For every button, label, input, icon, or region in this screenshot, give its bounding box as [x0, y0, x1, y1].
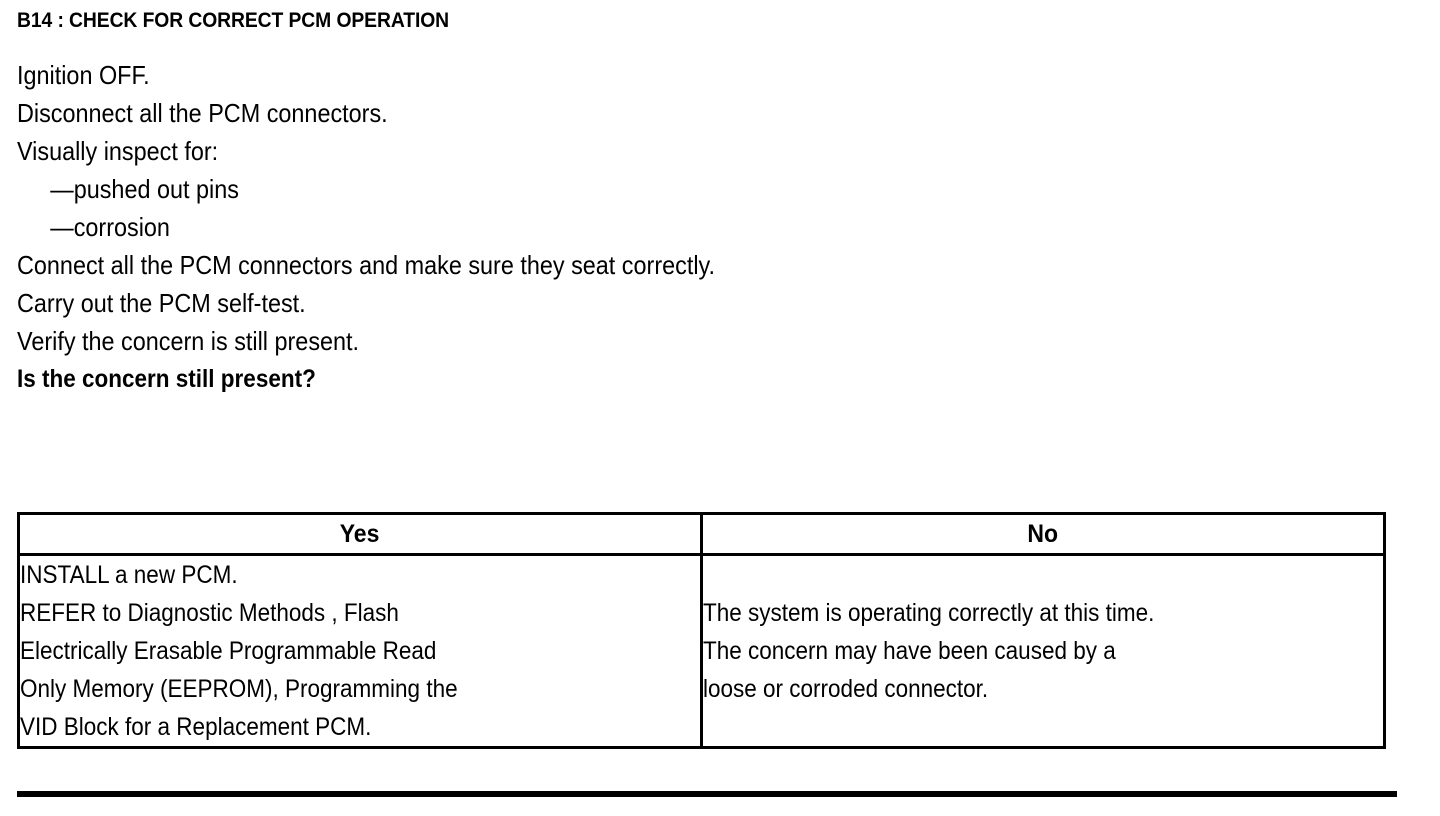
table-row: INSTALL a new PCM. REFER to Diagnostic M… [17, 553, 1386, 749]
table-header-yes: Yes [17, 512, 703, 556]
yes-action-line: Only Memory (EEPROM), Programming the [20, 675, 458, 703]
procedure-step: Carry out the PCM self-test. [17, 288, 306, 318]
procedure-step: Visually inspect for: [17, 136, 219, 166]
yes-action-line: REFER to Diagnostic Methods , Flash [20, 599, 399, 627]
no-action-text: The system is operating correctly at thi… [703, 594, 1383, 708]
yes-action-line: VID Block for a Replacement PCM. [20, 713, 372, 741]
table-cell-yes: INSTALL a new PCM. REFER to Diagnostic M… [17, 553, 703, 749]
table-header-no: No [700, 512, 1386, 556]
procedure-step: Disconnect all the PCM connectors. [17, 98, 388, 128]
table-header-row: Yes No [17, 512, 1386, 556]
procedure-step: Ignition OFF. [17, 60, 150, 90]
yes-action-line: INSTALL a new PCM. [20, 561, 238, 589]
procedure-sub-item: —pushed out pins [50, 174, 239, 204]
table-cell-no: The system is operating correctly at thi… [700, 553, 1386, 749]
step-heading: B14 : CHECK FOR CORRECT PCM OPERATION [17, 9, 450, 32]
procedure-step: Verify the concern is still present. [17, 326, 360, 356]
procedure-sub-item: —corrosion [50, 212, 170, 242]
yes-action-line: Electrically Erasable Programmable Read [20, 637, 437, 665]
procedure-step: Connect all the PCM connectors and make … [17, 250, 715, 280]
no-action-line: The system is operating correctly at thi… [703, 599, 1155, 627]
table-header-no-label: No [1027, 520, 1059, 548]
table-header-yes-label: Yes [340, 520, 380, 548]
section-divider-rule [17, 791, 1397, 797]
no-action-line: The concern may have been caused by a [703, 637, 1116, 665]
procedure-list: Ignition OFF. Disconnect all the PCM con… [17, 56, 1397, 398]
decision-question: Is the concern still present? [17, 365, 316, 393]
decision-table: Yes No INSTALL a new PCM. REFER to Diagn… [17, 512, 1386, 749]
yes-action-text: INSTALL a new PCM. REFER to Diagnostic M… [20, 556, 700, 746]
no-action-line: loose or corroded connector. [703, 675, 989, 703]
